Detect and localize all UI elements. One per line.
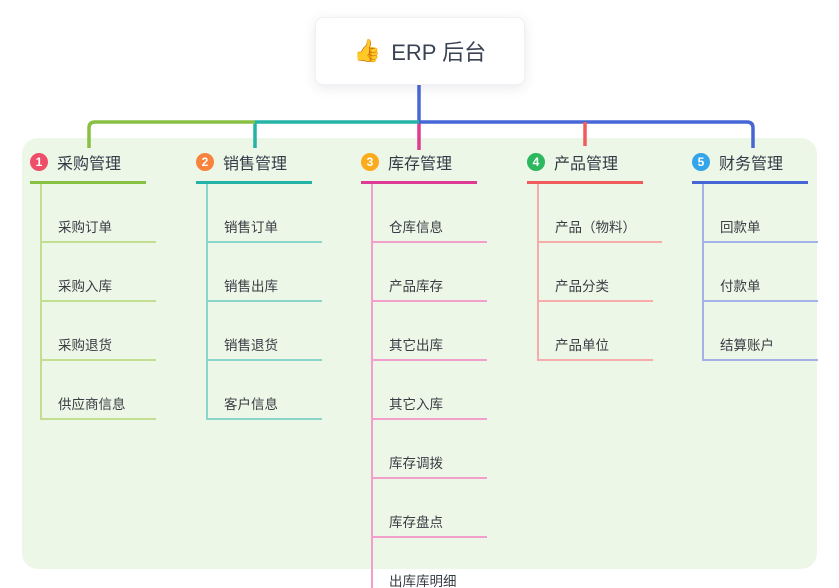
branch-children: 产品（物料） 产品分类 产品单位 [537,184,677,361]
thumbs-up-icon: 👍 [353,38,382,63]
mindmap-node[interactable]: 出库库明细 [373,538,487,588]
mindmap-node[interactable]: 供应商信息 [42,361,156,420]
branch-label: 销售管理 [223,156,288,173]
mindmap-node[interactable]: 付款单 [704,243,818,302]
mindmap-node[interactable]: 其它入库 [373,361,487,420]
branch-product: 4 产品管理 产品（物料） 产品分类 产品单位 [527,150,677,361]
branch-number-badge: 3 [361,153,379,171]
mindmap-node[interactable]: 销售退货 [208,302,322,361]
branch-children: 回款单 付款单 结算账户 [702,184,839,361]
branch-inventory: 3 库存管理 仓库信息 产品库存 其它出库 其它入库 库存调拨 库存盘点 出库库… [361,150,511,588]
root-node-label: ERP 后台 [391,40,487,65]
mindmap-node[interactable]: 产品库存 [373,243,487,302]
branch-children: 采购订单 采购入库 采购退货 供应商信息 [40,184,180,420]
mindmap-node[interactable]: 采购入库 [42,243,156,302]
branch-title-sales[interactable]: 2 销售管理 [196,150,312,184]
branch-title-inventory[interactable]: 3 库存管理 [361,150,477,184]
branch-label: 产品管理 [554,156,619,173]
mindmap-node[interactable]: 采购退货 [42,302,156,361]
branch-title-finance[interactable]: 5 财务管理 [692,150,808,184]
mindmap-node[interactable]: 库存盘点 [373,479,487,538]
mindmap-node[interactable]: 回款单 [704,184,818,243]
branches-panel [22,138,817,569]
mindmap-node[interactable]: 销售订单 [208,184,322,243]
branch-sales: 2 销售管理 销售订单 销售出库 销售退货 客户信息 [196,150,346,420]
branch-number-badge: 5 [692,153,710,171]
mindmap-node[interactable]: 采购订单 [42,184,156,243]
branch-finance: 5 财务管理 回款单 付款单 结算账户 [692,150,839,361]
mindmap-node[interactable]: 销售出库 [208,243,322,302]
mindmap-node[interactable]: 仓库信息 [373,184,487,243]
root-node[interactable]: 👍 ERP 后台 [315,17,525,85]
mindmap-node[interactable]: 结算账户 [704,302,818,361]
branch-label: 采购管理 [57,156,122,173]
branch-label: 财务管理 [719,156,784,173]
branch-number-badge: 1 [30,153,48,171]
branch-children: 仓库信息 产品库存 其它出库 其它入库 库存调拨 库存盘点 出库库明细 [371,184,511,588]
mindmap-node[interactable]: 库存调拨 [373,420,487,479]
branch-number-badge: 4 [527,153,545,171]
branch-children: 销售订单 销售出库 销售退货 客户信息 [206,184,346,420]
mindmap-node[interactable]: 客户信息 [208,361,322,420]
mindmap-node[interactable]: 产品（物料） [539,184,662,243]
branch-title-purchase[interactable]: 1 采购管理 [30,150,146,184]
mindmap-node[interactable]: 产品单位 [539,302,653,361]
branch-title-product[interactable]: 4 产品管理 [527,150,643,184]
branch-number-badge: 2 [196,153,214,171]
branch-label: 库存管理 [388,156,453,173]
mindmap-node[interactable]: 其它出库 [373,302,487,361]
mindmap-node[interactable]: 产品分类 [539,243,653,302]
branch-purchase: 1 采购管理 采购订单 采购入库 采购退货 供应商信息 [30,150,180,420]
